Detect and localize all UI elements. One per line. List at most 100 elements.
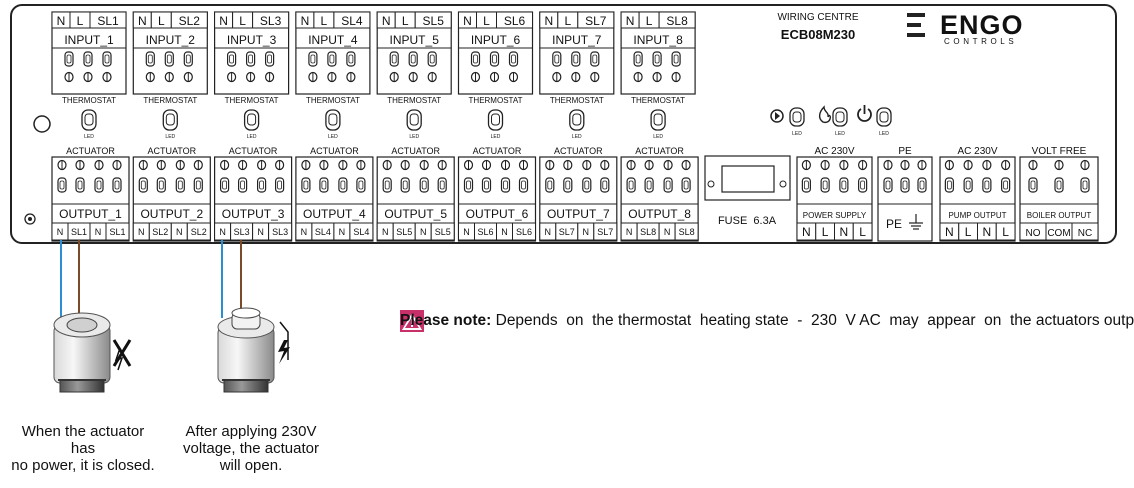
output-pin-label: N — [301, 227, 308, 237]
block-pin-label: L — [822, 225, 829, 239]
note-text: Depends on the thermostat heating state … — [491, 312, 1134, 329]
input-pin-label: SL5 — [423, 14, 445, 28]
output-pin-label: SL6 — [477, 227, 493, 237]
input-pin-label: L — [321, 14, 328, 28]
block-pin-label: N — [840, 225, 849, 239]
output-pin-label: SL5 — [435, 227, 451, 237]
no-power-icon — [112, 339, 132, 371]
caption-closed-line-1: When the actuator has — [21, 423, 145, 457]
output-pin-label: N — [219, 227, 226, 237]
led-label: LED — [247, 134, 257, 140]
thermostat-label: THERMOSTAT — [387, 96, 441, 105]
svg-text:LED: LED — [879, 131, 889, 137]
output-label: OUTPUT_6 — [466, 207, 529, 221]
input-pin-label: SL4 — [341, 14, 363, 28]
input-label: INPUT_5 — [390, 33, 440, 47]
thermostat-label: THERMOSTAT — [631, 96, 685, 105]
flame-icon — [818, 105, 831, 124]
warning-icon — [400, 310, 424, 332]
block-pin-label: L — [965, 225, 972, 239]
output-pin-label: N — [420, 227, 427, 237]
brand-subtitle: CONTROLS — [944, 37, 1017, 46]
device-title: WIRING CENTRE — [777, 12, 858, 23]
output-pin-label: N — [626, 227, 633, 237]
led-indicator: LED — [325, 109, 341, 140]
input-pin-label: L — [158, 14, 165, 28]
led-label: LED — [653, 134, 663, 140]
actuator-label: ACTUATOR — [66, 146, 115, 156]
output-pin-label: SL2 — [152, 227, 168, 237]
svg-text:LED: LED — [835, 131, 845, 137]
block-top-label: VOLT FREE — [1032, 146, 1087, 157]
output-pin-label: SL3 — [272, 227, 288, 237]
input-pin-label: L — [483, 14, 490, 28]
caption-open-line-1: After applying 230V — [185, 423, 317, 440]
block-pin-label: NO — [1026, 228, 1041, 239]
mounting-hole — [33, 115, 51, 133]
block-pin-label: COM — [1047, 228, 1070, 239]
caption-open-line-2: voltage, the actuator — [183, 440, 319, 457]
output-pin-label: SL2 — [191, 227, 207, 237]
note-bold: Please note: — [400, 312, 492, 329]
actuator-label: ACTUATOR — [229, 146, 278, 156]
led-indicator: LED — [243, 109, 260, 140]
input-pin-label: SL2 — [179, 14, 201, 28]
led-label: LED — [165, 134, 175, 140]
led-indicator: LED — [406, 109, 422, 140]
input-pin-label: N — [138, 14, 147, 28]
output-label: OUTPUT_3 — [222, 207, 285, 221]
caption-open: After applying 230V voltage, the actuato… — [176, 423, 326, 474]
led-indicator: LED — [81, 109, 97, 140]
actuator-label: ACTUATOR — [391, 146, 440, 156]
led-label: LED — [572, 134, 582, 140]
thermostat-label: THERMOSTAT — [62, 96, 116, 105]
output-pin-label: N — [382, 227, 389, 237]
output-pin-label: N — [176, 227, 183, 237]
fuse-label: FUSE 6.3A — [718, 215, 777, 227]
device-model: ECB08M230 — [781, 27, 855, 42]
led-indicator: LED — [569, 109, 585, 140]
led-indicator: LED — [832, 107, 848, 137]
output-label: OUTPUT_8 — [628, 207, 691, 221]
block-pin-label: N — [945, 225, 954, 239]
led-indicator: LED — [876, 107, 892, 137]
output-pin-label: N — [664, 227, 671, 237]
output-pin-label: N — [95, 227, 102, 237]
output-pin-label: SL4 — [353, 227, 369, 237]
led-indicator: LED — [487, 109, 504, 140]
svg-text:LED: LED — [792, 131, 802, 137]
output-pin-label: SL1 — [109, 227, 125, 237]
input-pin-label: SL8 — [666, 14, 688, 28]
output-label: OUTPUT_4 — [303, 207, 366, 221]
block-label: PUMP OUTPUT — [948, 211, 1006, 220]
input-pin-label: N — [301, 14, 310, 28]
thermostat-label: THERMOSTAT — [306, 96, 360, 105]
actuator-label: ACTUATOR — [554, 146, 603, 156]
input-pin-label: N — [382, 14, 391, 28]
block-pin-label: N — [983, 225, 992, 239]
input-pin-label: N — [219, 14, 228, 28]
thermostat-label: THERMOSTAT — [143, 96, 197, 105]
output-pin-label: SL8 — [679, 227, 695, 237]
thermostat-label: THERMOSTAT — [550, 96, 604, 105]
block-pin-label: L — [859, 225, 866, 239]
block-top-label: PE — [898, 146, 912, 157]
output-pin-label: N — [339, 227, 346, 237]
output-pin-label: N — [545, 227, 552, 237]
led-label: LED — [491, 134, 501, 140]
ground-screw-icon — [24, 213, 36, 225]
block-top-label: AC 230V — [814, 146, 854, 157]
caption-closed: When the actuator has no power, it is cl… — [8, 423, 158, 474]
please-note: Please note: Depends on the thermostat h… — [400, 312, 1134, 330]
